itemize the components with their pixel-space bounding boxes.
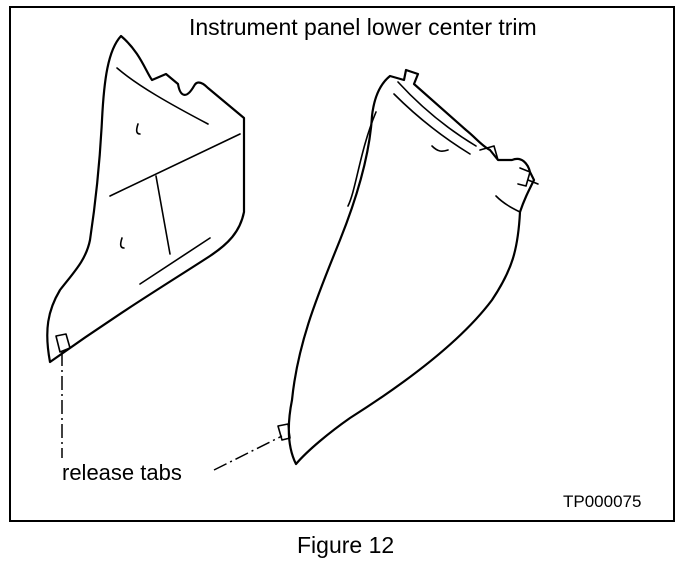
diagram-title: Instrument panel lower center trim — [189, 14, 537, 40]
figure-frame — [9, 6, 675, 522]
figure-caption: Figure 12 — [297, 532, 395, 558]
release-tab-leaders — [61, 352, 283, 471]
figure-id: TP000075 — [563, 492, 642, 511]
release-tabs-label: release tabs — [62, 460, 182, 485]
right-trim-panel — [277, 68, 539, 466]
left-trim-panel — [46, 34, 246, 364]
